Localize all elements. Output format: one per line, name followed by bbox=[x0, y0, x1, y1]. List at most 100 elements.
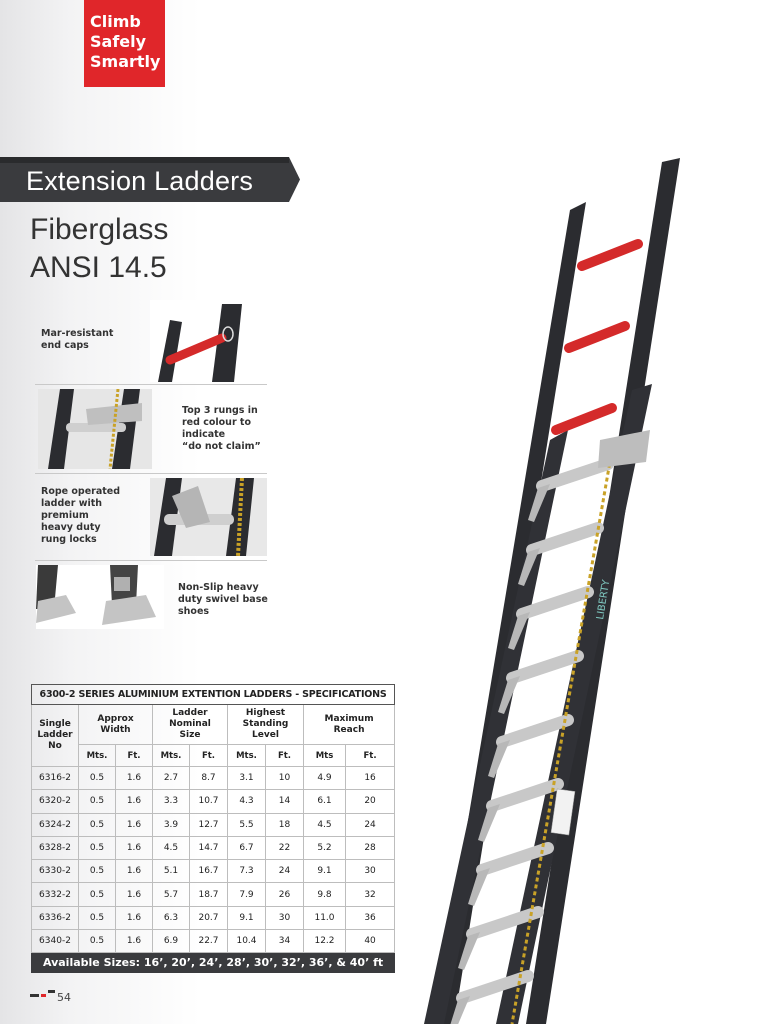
table-cell: 7.3 bbox=[227, 859, 266, 884]
table-cell: 12.7 bbox=[189, 812, 228, 837]
feature-end-caps-text: Mar-resistant end caps bbox=[41, 328, 114, 351]
silver-rung bbox=[476, 842, 554, 876]
table-cell: 6.7 bbox=[227, 835, 266, 861]
feature-divider bbox=[35, 384, 267, 385]
unit-header: Ft. bbox=[189, 744, 228, 767]
table-cell: 18.7 bbox=[189, 882, 228, 907]
unit-header: Mts. bbox=[78, 744, 116, 767]
rung-lock-hook bbox=[508, 612, 530, 650]
rung-lock-hook bbox=[498, 676, 520, 714]
table-cell: 30 bbox=[344, 859, 396, 884]
table-cell: 5.1 bbox=[152, 859, 190, 884]
brand-line-2: Safely bbox=[90, 32, 147, 51]
unit-header: Ft. bbox=[265, 744, 304, 767]
table-cell: 8.7 bbox=[189, 765, 228, 791]
silver-rung bbox=[516, 586, 594, 620]
table-cell: 5.2 bbox=[303, 835, 346, 861]
feature-red-rungs-text: Top 3 rungs in red colour to indicate “d… bbox=[182, 405, 261, 452]
rung-lock-photo bbox=[150, 478, 267, 556]
rung-lock-hook bbox=[528, 484, 550, 522]
table-cell: 6.3 bbox=[152, 905, 190, 931]
table-cell: 9.1 bbox=[227, 905, 266, 931]
silver-rung bbox=[486, 778, 564, 812]
unit-header: Mts bbox=[303, 744, 346, 767]
table-cell: 1.6 bbox=[115, 765, 153, 791]
column-header: Highest Standing Level bbox=[227, 704, 304, 745]
brand-badge: Climb Safely Smartly bbox=[84, 0, 165, 87]
table-cell: 6332-2 bbox=[31, 882, 79, 907]
table-cell: 16.7 bbox=[189, 859, 228, 884]
table-cell: 1.6 bbox=[115, 859, 153, 884]
product-material: Fiberglass bbox=[30, 213, 169, 246]
end-cap-photo bbox=[150, 300, 250, 382]
table-cell: 7.9 bbox=[227, 882, 266, 907]
brand-line-3: Smartly bbox=[90, 52, 161, 71]
table-cell: 22 bbox=[265, 835, 304, 861]
table-cell: 9.1 bbox=[303, 859, 346, 884]
table-cell: 1.6 bbox=[115, 812, 153, 837]
column-header: Single Ladder No bbox=[31, 704, 79, 767]
table-cell: 11.0 bbox=[303, 905, 346, 931]
table-cell: 14 bbox=[265, 789, 304, 814]
column-header: Maximum Reach bbox=[302, 704, 396, 745]
rung-lock-hook bbox=[468, 868, 490, 906]
table-cell: 1.6 bbox=[115, 929, 153, 954]
warning-sticker bbox=[550, 788, 576, 836]
silver-rung bbox=[536, 458, 614, 492]
unit-header: Ft. bbox=[115, 744, 153, 767]
base-shoe-photo bbox=[36, 565, 164, 629]
table-cell: 24 bbox=[265, 859, 304, 884]
table-cell: 40 bbox=[344, 929, 396, 954]
table-cell: 6328-2 bbox=[31, 835, 79, 861]
table-cell: 12.2 bbox=[303, 929, 346, 954]
table-cell: 9.8 bbox=[303, 882, 346, 907]
table-cell: 1.6 bbox=[115, 835, 153, 861]
table-cell: 1.6 bbox=[115, 789, 153, 814]
table-cell: 3.9 bbox=[152, 812, 190, 837]
table-cell: 1.6 bbox=[115, 905, 153, 931]
unit-header: Mts. bbox=[227, 744, 266, 767]
table-cell: 1.6 bbox=[115, 882, 153, 907]
spec-table: 6300-2 SERIES ALUMINIUM EXTENTION LADDER… bbox=[30, 684, 396, 974]
table-cell: 30 bbox=[265, 905, 304, 931]
table-cell: 0.5 bbox=[78, 789, 116, 814]
table-cell: 6340-2 bbox=[31, 929, 79, 954]
rung-lock-hook bbox=[458, 932, 480, 970]
table-cell: 6.9 bbox=[152, 929, 190, 954]
footer-dash-icon bbox=[30, 990, 55, 997]
table-cell: 3.3 bbox=[152, 789, 190, 814]
table-cell: 6330-2 bbox=[31, 859, 79, 884]
table-cell: 3.1 bbox=[227, 765, 266, 791]
table-cell: 4.3 bbox=[227, 789, 266, 814]
table-cell: 34 bbox=[265, 929, 304, 954]
page-number: 54 bbox=[57, 991, 71, 1004]
table-cell: 0.5 bbox=[78, 812, 116, 837]
table-cell: 14.7 bbox=[189, 835, 228, 861]
table-cell: 5.5 bbox=[227, 812, 266, 837]
silver-rung bbox=[526, 522, 604, 556]
table-cell: 6324-2 bbox=[31, 812, 79, 837]
column-header: Ladder Nominal Size bbox=[152, 704, 228, 745]
red-rungs-photo bbox=[38, 389, 152, 469]
table-cell: 10.7 bbox=[189, 789, 228, 814]
column-header: Approx Width bbox=[78, 704, 153, 745]
red-rung bbox=[577, 239, 643, 271]
section-banner: Extension Ladders bbox=[0, 157, 300, 202]
base-rail-right bbox=[496, 384, 652, 1024]
spec-table-title: 6300-2 SERIES ALUMINIUM EXTENTION LADDER… bbox=[30, 684, 396, 705]
guide-bracket bbox=[598, 430, 650, 468]
table-cell: 20 bbox=[344, 789, 396, 814]
table-cell: 26 bbox=[265, 882, 304, 907]
section-title: Extension Ladders bbox=[26, 166, 254, 196]
table-cell: 24 bbox=[344, 812, 396, 837]
table-cell: 10.4 bbox=[227, 929, 266, 954]
feature-divider bbox=[35, 560, 267, 561]
available-sizes-bar: Available Sizes: 16’, 20’, 24’, 28’, 30’… bbox=[30, 952, 396, 974]
table-cell: 4.9 bbox=[303, 765, 346, 791]
feature-base-shoe-text: Non-Slip heavy duty swivel base shoes bbox=[178, 582, 268, 617]
